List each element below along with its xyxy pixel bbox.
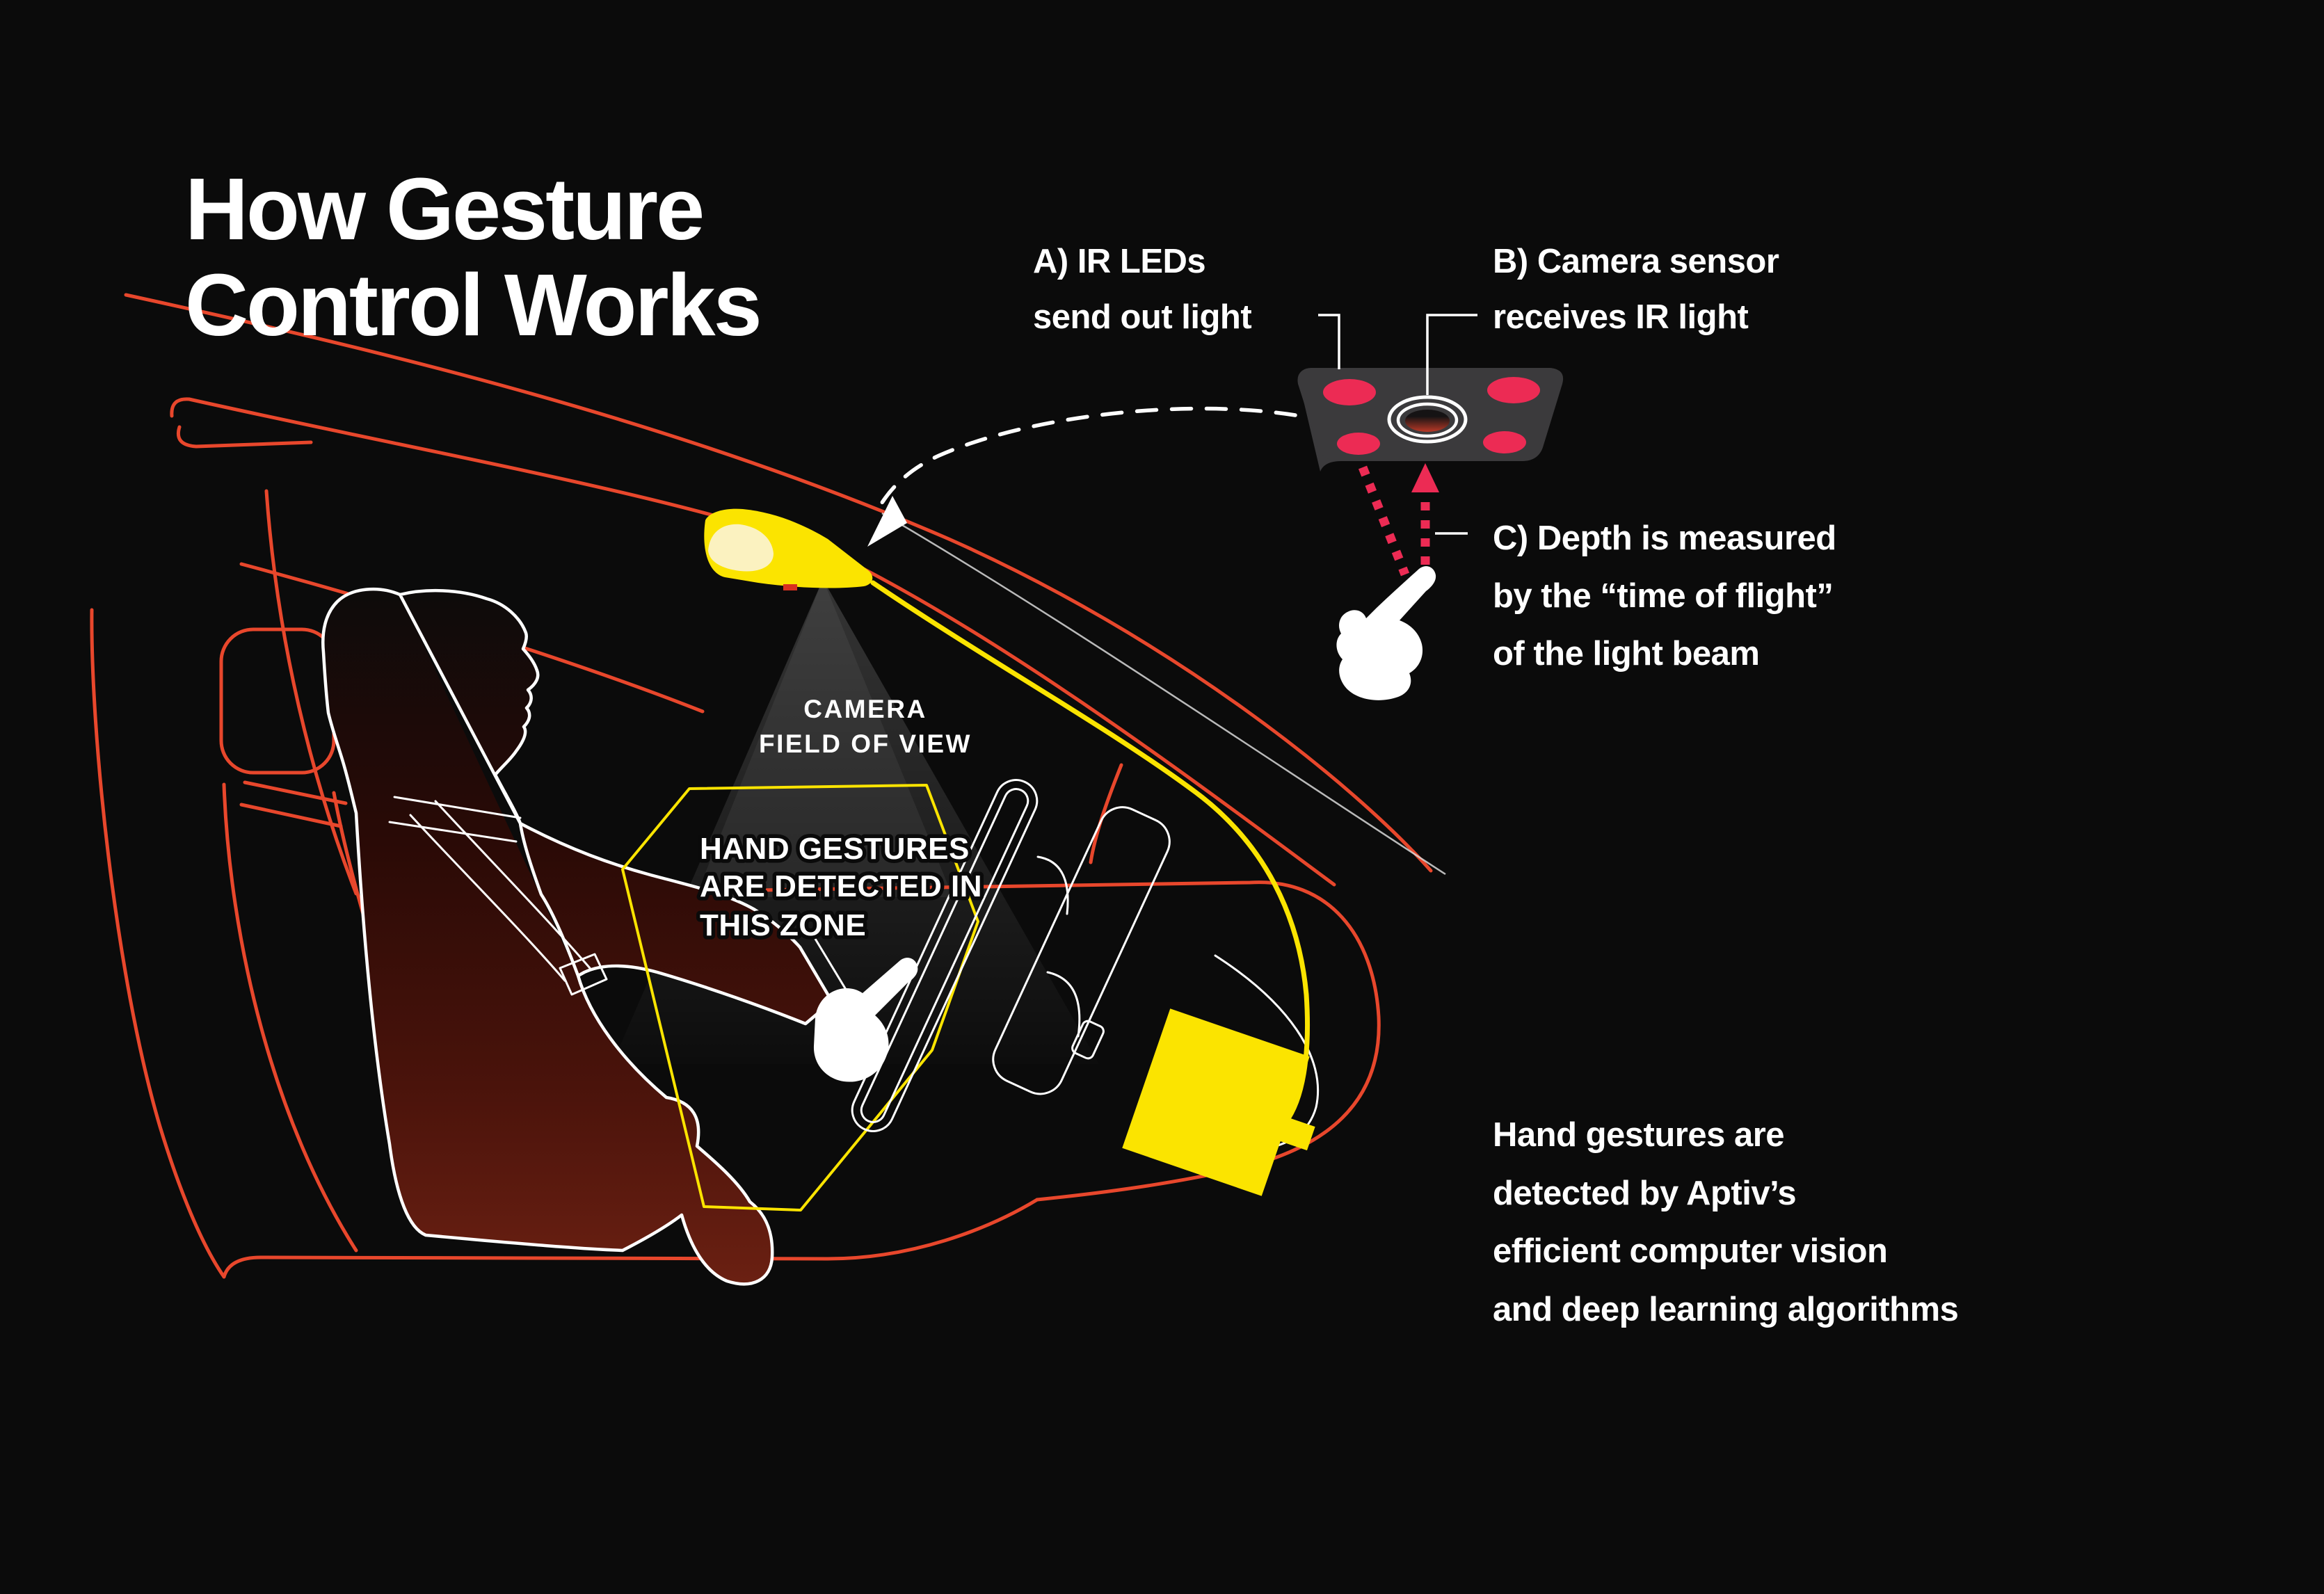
sleeve-cuff-line [799, 937, 849, 1003]
dashed-arrow-head [867, 496, 907, 547]
ecu-box-icon [870, 580, 1315, 1196]
wheel-rim-outer [851, 779, 1039, 1132]
collar-line-bottom [388, 821, 518, 843]
callout-c-line-1: C) Depth is measured [1493, 520, 1836, 557]
callout-b-line-2: receives IR light [1493, 298, 1749, 336]
title-line-2: Control Works [185, 256, 760, 354]
depth-measurement [1336, 463, 1439, 700]
car-interior-outline [90, 293, 1433, 1279]
driver-silhouette [321, 587, 834, 1286]
dashed-arrow-icon [867, 406, 1297, 547]
callout-b-line-1: B) Camera sensor [1493, 243, 1779, 280]
callout-c-line-3: of the light beam [1493, 635, 1760, 673]
rear-hatch-line [90, 608, 226, 1279]
seatbelt-edge-1 [409, 814, 566, 982]
callout-a: A) IR LEDs send out light [1033, 243, 1252, 336]
cluster-notch-lower [1046, 971, 1081, 1038]
cone-inner [696, 579, 953, 897]
collar-line-top [393, 796, 522, 819]
ir-beam-arrowhead [1411, 463, 1439, 492]
footer-line-1: Hand gestures are [1493, 1116, 1784, 1154]
ir-led-icon [1323, 379, 1376, 405]
windshield-line [881, 512, 1446, 876]
ir-beam-outgoing [1358, 465, 1410, 577]
floor-line [222, 1198, 1039, 1279]
rear-pillar-line [264, 489, 358, 896]
camera-lens-icon [1387, 395, 1468, 444]
ir-led-icon [1487, 377, 1540, 403]
seat-shoulder-line-2 [239, 803, 343, 828]
fov-label-line-2: FIELD OF VIEW [759, 730, 972, 758]
seat-back-rear-edge [222, 782, 358, 1253]
gesture-zone-label: HAND GESTURES ARE DETECTED IN THIS ZONE [696, 828, 986, 947]
callout-c-line-2: by the “time of flight” [1493, 577, 1833, 615]
ecu-body [1122, 1008, 1310, 1196]
dash-top-line [1089, 763, 1123, 864]
callout-a-line-1: A) IR LEDs [1033, 243, 1205, 280]
zone-label-line-1: HAND GESTURES [700, 832, 970, 866]
callout-b-leader [1426, 314, 1477, 395]
driver-pointing-hand-icon [813, 958, 918, 1082]
callout-a-leader [1318, 314, 1340, 369]
callout-a-line-2: send out light [1033, 298, 1251, 336]
footer-line-4: and deep learning algorithms [1493, 1291, 1958, 1328]
dash-knob [1071, 1020, 1105, 1060]
zone-label-line-2: ARE DETECTED IN [700, 869, 982, 903]
ceiling-sensor-highlight [708, 524, 774, 572]
ecu-connector-tab [1278, 1116, 1315, 1151]
parcel-shelf-line [177, 425, 313, 449]
pointing-hand-icon [1336, 566, 1436, 700]
dashed-arrow-path [879, 406, 1297, 507]
cluster-notch-upper [1036, 855, 1069, 915]
callout-c: C) Depth is measured by the “time of fli… [1493, 520, 1836, 673]
sensor-cable [870, 580, 1310, 1139]
ceiling-sensor-led [783, 584, 797, 590]
beltline-and-dash-sweep [576, 880, 1381, 1202]
seatbelt-buckle [559, 953, 608, 996]
callout-b: B) Camera sensor receives IR light [1493, 243, 1779, 336]
footer-line-2: detected by Aptiv’s [1493, 1175, 1796, 1212]
seatbelt-edge-2 [434, 800, 591, 969]
wheel-rim-inner [860, 788, 1029, 1123]
footer-paragraph: Hand gestures are detected by Aptiv’s ef… [1493, 1116, 1959, 1328]
seat-shoulder-line-1 [243, 780, 348, 805]
ir-led-icon [1337, 433, 1380, 455]
steering-wheel-icon [851, 779, 1320, 1150]
ceiling-sensor-icon [704, 508, 873, 590]
ir-sensor-module-icon [1297, 314, 1564, 535]
zone-label-line-3: THIS ZONE [700, 908, 866, 942]
footer-line-3: efficient computer vision [1493, 1232, 1887, 1270]
driver [321, 587, 849, 1286]
ir-led-icon [1483, 431, 1526, 453]
page-title: How Gesture Control Works [185, 160, 762, 354]
camera-fov-label: CAMERA FIELD OF VIEW [759, 695, 972, 758]
instrument-cluster [992, 806, 1171, 1095]
title-line-1: How Gesture [185, 160, 703, 258]
fov-label-line-1: CAMERA [803, 695, 927, 723]
